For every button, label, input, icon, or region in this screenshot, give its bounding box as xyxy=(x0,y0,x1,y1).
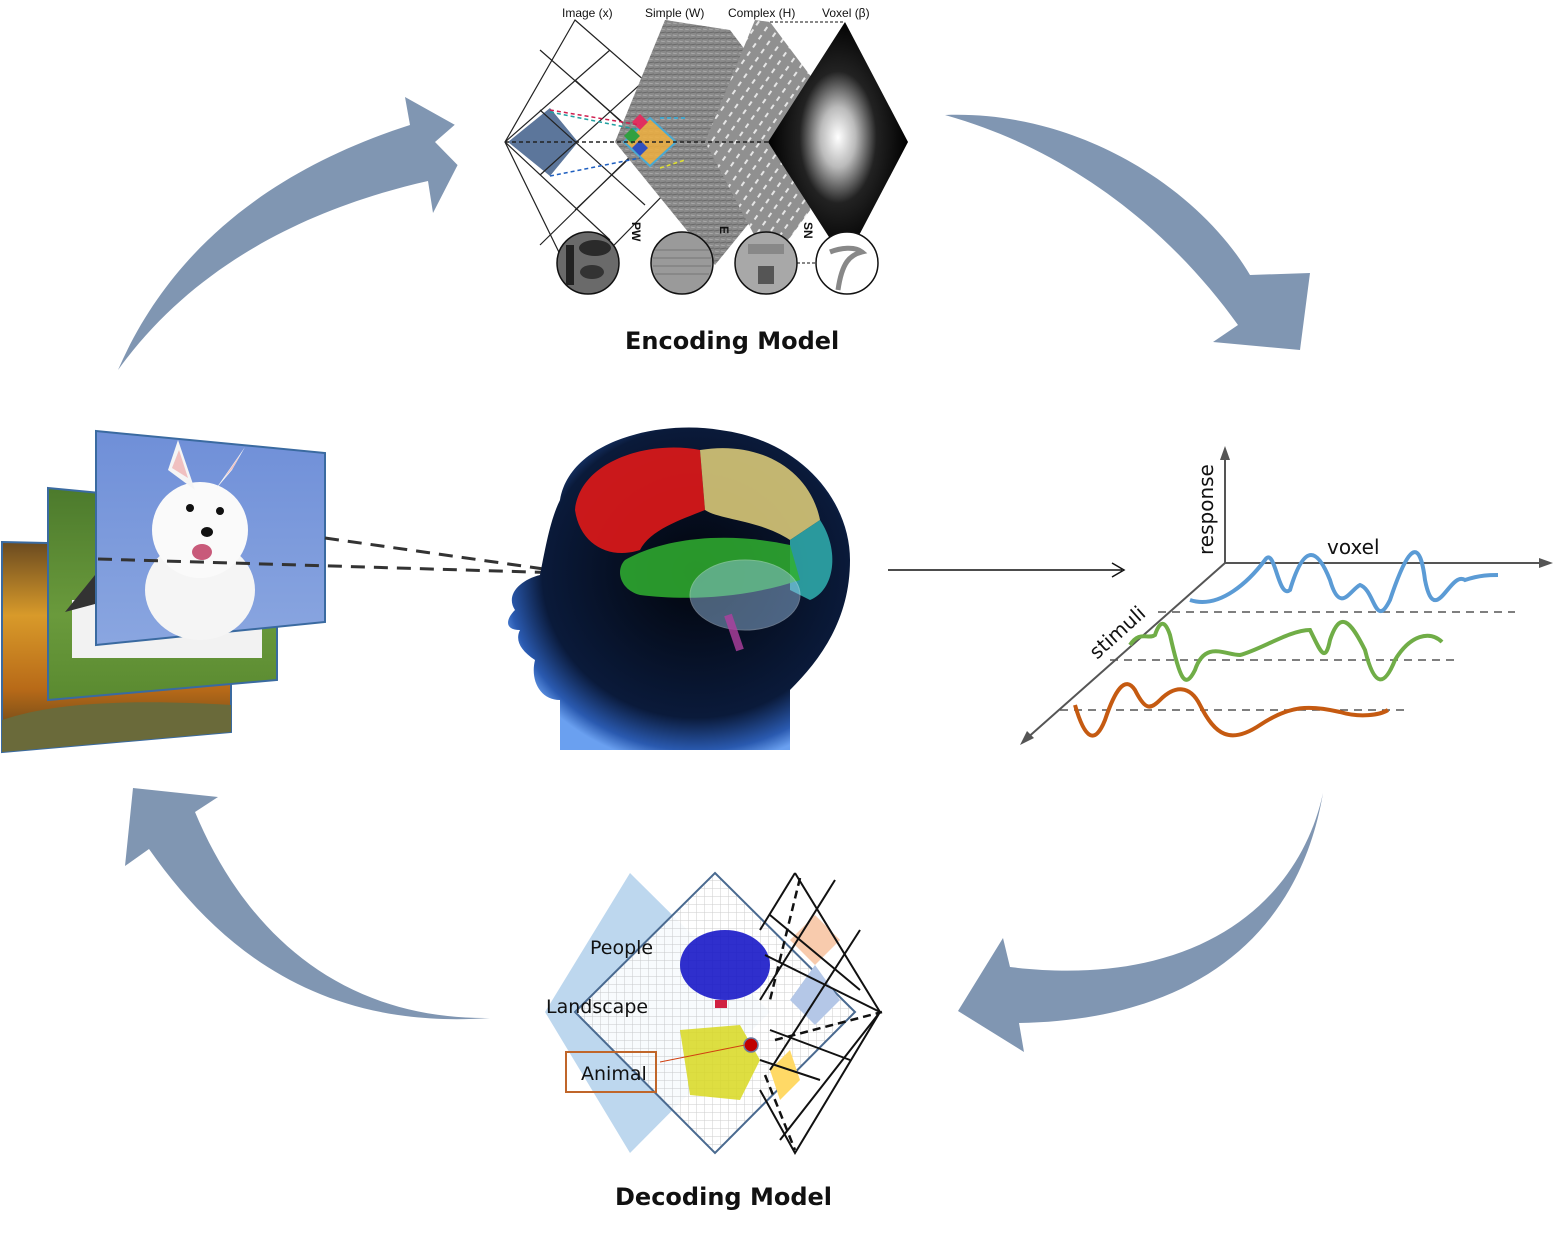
response-curve-orange xyxy=(1073,682,1390,738)
layer-label-complex: Complex (H) xyxy=(728,6,795,20)
encoding-model-title: Encoding Model xyxy=(625,327,840,355)
gaze-line-bottom xyxy=(97,557,566,575)
response-curve-green xyxy=(1128,619,1444,682)
stimuli-axis xyxy=(1024,562,1226,741)
brain-occipital-lobe xyxy=(790,520,833,600)
cycle-arrow-bottom-right xyxy=(958,793,1323,1052)
cycle-arrow-bottom-left xyxy=(125,788,490,1020)
stage-thumbnails xyxy=(556,231,879,295)
layer-label-image: Image (x) xyxy=(562,6,613,20)
response-plot: response voxel stimuli xyxy=(1020,446,1553,745)
output-grid-diamond xyxy=(759,872,883,1155)
stage-label-pw: PW xyxy=(629,222,643,242)
puppy-figure xyxy=(145,440,255,640)
decoded-point xyxy=(743,1037,759,1053)
stage-label-sn: SN xyxy=(801,222,815,239)
encoding-model-figure: Image (x) Simple (W) Complex (H) Voxel (… xyxy=(435,6,908,295)
cycle-arrow-top-right xyxy=(945,114,1310,350)
voxel-layer-diamond xyxy=(768,22,908,262)
stimulus-images xyxy=(1,429,566,754)
selected-class-box xyxy=(565,1051,657,1093)
class-label-landscape: Landscape xyxy=(546,996,648,1018)
decoding-model-title: Decoding Model xyxy=(615,1183,832,1211)
brain-head-figure xyxy=(508,427,850,750)
response-curve-blue xyxy=(1189,550,1499,613)
brain-frontal-lobe xyxy=(575,447,705,554)
brain-cerebellum xyxy=(689,559,801,631)
stimuli-axis-label: stimuli xyxy=(1084,601,1150,664)
class-label-people: People xyxy=(590,937,653,959)
brain-parietal-lobe xyxy=(700,448,820,540)
response-axis-label: response xyxy=(1194,464,1218,555)
brain-temporal-lobe xyxy=(620,537,800,598)
layer-label-simple: Simple (W) xyxy=(645,6,704,20)
brain-to-response-arrow xyxy=(888,562,1126,578)
layer-label-voxel: Voxel (β) xyxy=(822,6,870,20)
decoding-model-figure: People Landscape Animal xyxy=(545,871,883,1155)
cycle-arrow-top-left xyxy=(118,97,473,370)
class-label-animal: Animal xyxy=(581,1063,647,1085)
voxel-axis-label: voxel xyxy=(1327,535,1380,559)
people-cluster xyxy=(680,930,770,1000)
gaze-line-top xyxy=(324,536,566,574)
stage-label-e: E xyxy=(717,226,731,234)
animal-cluster xyxy=(680,1025,760,1100)
